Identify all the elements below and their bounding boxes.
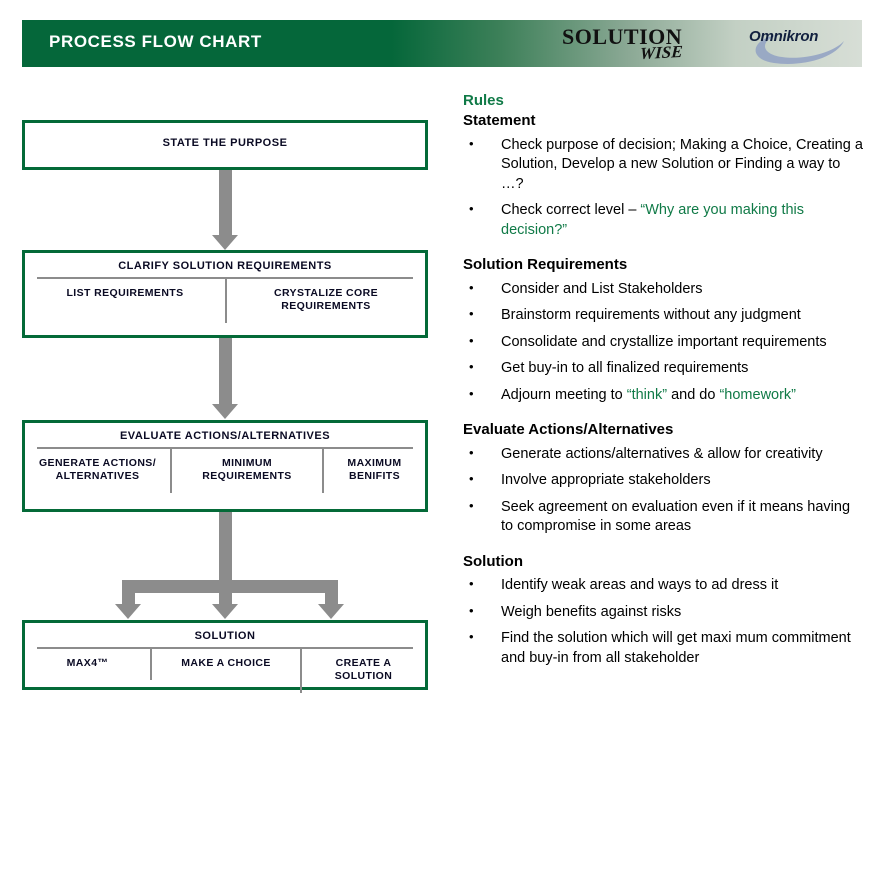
connector-branch-stem-center: [219, 590, 232, 606]
connector-arrow-head: [212, 404, 238, 419]
flow-cell[interactable]: GENERATE ACTIONS/ ALTERNATIVES: [38, 457, 157, 483]
flow-box-header: STATE THE PURPOSE: [162, 137, 288, 149]
flow-box-cells: MAX4™ MAKE A CHOICE CREATE A SOLUTION: [25, 649, 425, 694]
rules-bullet-item: Generate actions/alternatives & allow fo…: [463, 444, 863, 465]
flow-box-solution[interactable]: SOLUTION MAX4™ MAKE A CHOICE CREATE A SO…: [22, 620, 428, 694]
rules-text-run: Check purpose of decision; Making a Choi…: [501, 136, 863, 192]
rules-text-run: “think”: [626, 386, 668, 403]
flow-box-header: EVALUATE ACTIONS/ALTERNATIVES: [119, 430, 331, 442]
flow-box-cells: GENERATE ACTIONS/ ALTERNATIVES MINIMUM R…: [25, 449, 425, 494]
rules-text-run: “Why are you making this decision?”: [501, 202, 805, 238]
flow-box-state-the-purpose[interactable]: STATE THE PURPOSE: [22, 120, 428, 170]
rules-text-run: Brainstorm requirements without any judg…: [501, 307, 801, 324]
connector-arrow-stem: [219, 170, 232, 235]
rules-bullet-item: Consider and List Stakeholders: [463, 279, 863, 300]
flow-box-cells: LIST REQUIREMENTS CRYSTALIZE CORE REQUIR…: [25, 279, 425, 324]
connector-branch-stem-left: [122, 590, 135, 606]
connector-arrow-head-left: [115, 604, 141, 619]
rules-bullet-list: Consider and List StakeholdersBrainstorm…: [463, 279, 863, 406]
connector-arrow-stem: [219, 512, 232, 580]
rules-bullet-item: Consolidate and crystallize important re…: [463, 332, 863, 353]
rules-text-run: Weigh benefits against risks: [501, 603, 682, 620]
rules-bullet-item: Weigh benefits against risks: [463, 602, 863, 623]
flow-box-header: CLARIFY SOLUTION REQUIREMENTS: [118, 260, 332, 272]
rules-bullet-list: Check purpose of decision; Making a Choi…: [463, 135, 863, 241]
flow-cell[interactable]: LIST REQUIREMENTS: [66, 287, 184, 299]
rules-text-run: Identify weak areas and ways to ad dress…: [501, 577, 779, 594]
flow-cell[interactable]: MINIMUM REQUIREMENTS: [170, 449, 322, 494]
rules-section-heading: Evaluate Actions/Alternatives: [463, 421, 674, 439]
connector-arrow-head: [212, 235, 238, 250]
rules-text-run: Involve appropriate stakeholders: [501, 472, 711, 489]
divider: [37, 447, 413, 449]
rules-title: Rules: [463, 92, 504, 109]
rules-text-run: “homework”: [719, 386, 797, 403]
connector-arrow-head-right: [318, 604, 344, 619]
rules-bullet-list: Generate actions/alternatives & allow fo…: [463, 444, 863, 537]
solutionwise-logo-word2: WISE: [639, 41, 684, 64]
connector-arrow-bar: [122, 580, 338, 593]
flow-box-evaluate-actions-alternatives[interactable]: EVALUATE ACTIONS/ALTERNATIVES GENERATE A…: [22, 420, 428, 512]
connector-arrow-stem: [219, 338, 232, 404]
rules-section-heading: Solution Requirements: [463, 256, 628, 274]
rules-text-run: and do: [667, 386, 720, 403]
rules-text-run: Seek agreement on evaluation even if it …: [501, 498, 851, 535]
rules-section-heading: Statement: [463, 112, 536, 130]
rules-bullet-item: Brainstorm requirements without any judg…: [463, 305, 863, 326]
flow-cell[interactable]: MAX4™: [66, 657, 109, 669]
rules-sections: StatementCheck purpose of decision; Maki…: [463, 111, 863, 668]
solutionwise-logo: SOLUTION WISE: [562, 22, 712, 68]
rules-bullet-item: Seek agreement on evaluation even if it …: [463, 497, 863, 537]
flow-cell[interactable]: MAKE A CHOICE: [150, 649, 300, 681]
rules-bullet-item: Find the solution which will get maxi mu…: [463, 628, 863, 668]
rules-text-run: Get buy-in to all finalized requirements: [501, 360, 749, 377]
rules-text-run: Adjourn meeting to: [501, 386, 627, 403]
solutionwise-logo-word1: SOLUTION: [562, 24, 683, 49]
flow-cell[interactable]: CRYSTALIZE CORE REQUIREMENTS: [225, 279, 425, 324]
flow-cell[interactable]: CREATE A SOLUTION: [300, 649, 425, 694]
divider: [37, 647, 413, 649]
rules-bullet-list: Identify weak areas and ways to ad dress…: [463, 575, 863, 668]
rules-bullet-item: Involve appropriate stakeholders: [463, 470, 863, 491]
rules-text-run: Check correct level –: [501, 202, 641, 219]
rules-bullet-item: Get buy-in to all finalized requirements: [463, 358, 863, 379]
omnikron-logo: Omnikron: [736, 28, 856, 66]
rules-text-run: Consider and List Stakeholders: [501, 280, 703, 297]
rules-section-heading: Solution: [463, 552, 523, 570]
flow-box-clarify-solution-requirements[interactable]: CLARIFY SOLUTION REQUIREMENTS LIST REQUI…: [22, 250, 428, 338]
omnikron-logo-text: Omnikron: [749, 28, 819, 45]
rules-bullet-item: Adjourn meeting to “think” and do “homew…: [463, 385, 863, 406]
omnikron-swoosh-icon: [755, 35, 844, 64]
rules-bullet-item: Check purpose of decision; Making a Choi…: [463, 135, 863, 195]
page-title: PROCESS FLOW CHART: [49, 32, 262, 51]
header-bar: PROCESS FLOW CHART SOLUTION WISE Omnikro…: [22, 20, 862, 67]
rules-text-run: Consolidate and crystallize important re…: [501, 333, 827, 350]
rules-bullet-item: Check correct level – “Why are you makin…: [463, 200, 863, 240]
rules-bullet-item: Identify weak areas and ways to ad dress…: [463, 575, 863, 596]
connector-arrow-head-center: [212, 604, 238, 619]
divider: [37, 277, 413, 279]
flow-cell[interactable]: MAXIMUM BENIFITS: [322, 449, 425, 494]
connector-branch-stem-right: [325, 590, 338, 606]
rules-text-run: Find the solution which will get maxi mu…: [501, 630, 851, 666]
rules-panel: Rules StatementCheck purpose of decision…: [463, 91, 863, 675]
rules-text-run: Generate actions/alternatives & allow fo…: [501, 445, 823, 462]
flow-box-header: SOLUTION: [194, 630, 256, 642]
